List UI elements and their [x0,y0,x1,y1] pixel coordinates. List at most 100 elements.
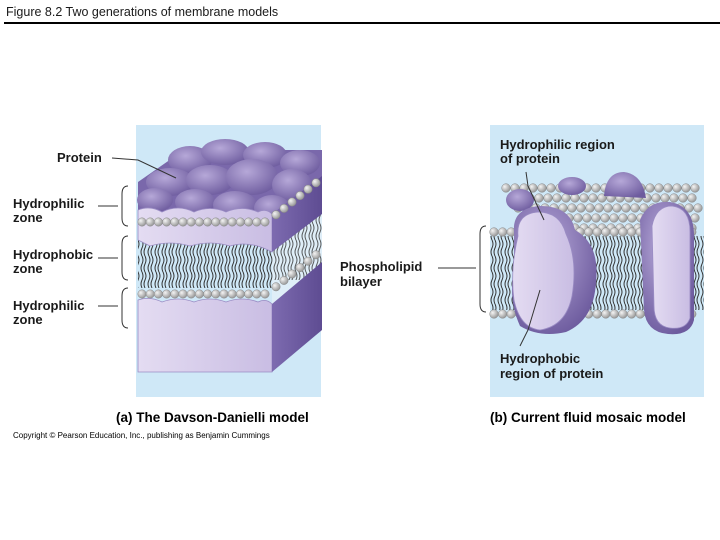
label-hydrophilic-top-zone: zone [13,210,43,225]
lipid-head [295,263,305,273]
figure-title: Figure 8.2 Two generations of membrane m… [6,5,279,19]
label-bilayer: bilayer [340,274,382,289]
lipid-head [627,213,637,223]
lipid-head [295,191,305,201]
lipid-head [244,217,254,227]
lipid-head [552,193,562,203]
integral-protein-large-front [512,211,575,331]
lipid-head [543,193,553,203]
lipid-head [609,309,619,319]
fluid-mosaic-model [489,172,704,335]
lipid-head [618,227,628,237]
lipid-head [219,289,229,299]
top-protein-side [272,176,322,252]
lipid-head [592,309,602,319]
lipid-head [693,203,703,213]
lipid-head [252,289,262,299]
lipid-head [627,227,637,237]
label-region-of-protein: region of protein [500,366,603,381]
lipid-head [567,203,577,213]
label-protein: Protein [57,150,102,165]
lipid-head [534,193,544,203]
lipid-head [235,217,245,227]
lipid-head [672,183,682,193]
lipid-head [588,193,598,203]
lipid-head [244,289,254,299]
lipid-head [635,309,645,319]
lipid-head [621,203,631,213]
lipid-head [609,213,619,223]
lipid-head [271,282,281,292]
lipid-head [153,289,163,299]
lipid-head [170,217,180,227]
davson-danielli-model [137,139,322,373]
lipid-head [601,309,611,319]
lipid-head [498,309,508,319]
lipid-head [211,289,221,299]
label-hydrophilic-bottom: Hydrophilic [13,298,85,313]
label-hydrophilic-region: Hydrophilic region [500,137,615,152]
label-phospholipid: Phospholipid [340,259,422,274]
caption-b: (b) Current fluid mosaic model [490,410,686,425]
lipid-head [618,213,628,223]
lipid-head [506,309,516,319]
lipid-head [287,269,297,279]
lipid-head [627,309,637,319]
lipid-head [489,309,499,319]
lipid-head [279,275,289,285]
lipid-head [235,289,245,299]
panel-b-leaders [438,171,545,347]
label-hydrophobic: Hydrophobic [13,247,93,262]
lipid-head [601,227,611,237]
lipid-head [178,217,188,227]
lipid-head [660,193,670,203]
lipid-head [591,183,601,193]
peripheral-protein-2 [558,177,586,195]
lipid-head [687,193,697,203]
lipid-head [663,183,673,193]
lipid-head [194,217,204,227]
lipid-head [279,203,289,213]
lipid-head [162,289,172,299]
lipid-head [311,178,321,188]
lipid-head [501,183,511,193]
lipid-head [546,183,556,193]
lipid-head [219,217,229,227]
lipid-head [690,183,700,193]
lipid-head [170,289,180,299]
lipid-head [669,193,679,203]
peripheral-protein-1 [506,189,534,211]
label-hydrophobic-region: Hydrophobic [500,351,580,366]
lipid-head [203,289,213,299]
lipid-head [186,217,196,227]
lipid-head [137,217,147,227]
lipid-head [537,183,547,193]
lipid-head [592,227,602,237]
lipid-head [153,217,163,227]
lipid-head [194,289,204,299]
label-hydrophobic-zone: zone [13,261,43,276]
lipid-head [645,183,655,193]
copyright-notice: Copyright © Pearson Education, Inc., pub… [13,431,270,440]
lipid-head [651,193,661,203]
lipid-head [303,256,313,266]
lipid-head [498,227,508,237]
lipid-head [603,203,613,213]
integral-protein-right-front [651,205,691,329]
top-lipid-heads [137,178,321,227]
label-of-protein: of protein [500,151,560,166]
lipid-head [271,210,281,220]
lipid-head [211,217,221,227]
lipid-head [681,183,691,193]
lipid-head [203,217,213,227]
lipid-head [162,217,172,227]
lipid-head [137,289,147,299]
label-hydrophilic-top: Hydrophilic [13,196,85,211]
lipid-head [576,203,586,213]
lipid-head [178,289,188,299]
lipid-head [582,213,592,223]
caption-a: (a) The Davson-Danielli model [116,410,309,425]
lipid-head [579,193,589,203]
title-divider [4,22,720,24]
